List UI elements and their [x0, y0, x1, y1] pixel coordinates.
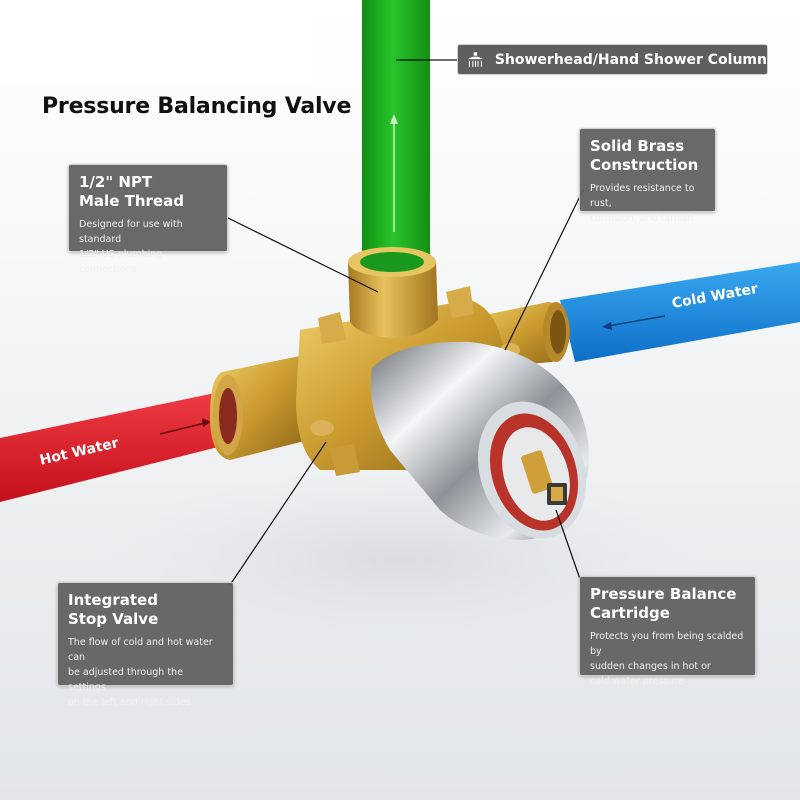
cold-water-band — [560, 262, 800, 362]
leader-brass — [504, 189, 584, 351]
outlet-pipe — [362, 0, 430, 272]
callout-npt-heading: 1/2" NPT Male Thread — [79, 173, 217, 211]
callout-brass-desc: Provides resistance to rust, corrosion, … — [590, 183, 695, 224]
chrome-cartridge-cap — [370, 341, 589, 540]
callout-npt-line1: 1/2" NPT — [79, 173, 153, 191]
top-left-panel — [0, 0, 312, 82]
showerhead-tag-label: Showerhead/Hand Shower Column — [494, 51, 767, 68]
cold-flow-arrow — [607, 315, 666, 327]
callout-brass-heading: Solid Brass Construction — [590, 137, 705, 175]
callout-cartridge-line1: Pressure Balance — [590, 585, 737, 603]
callout-cartridge-desc: Protects you from being scalded by sudde… — [590, 631, 744, 687]
showerhead-tag: Showerhead/Hand Shower Column — [457, 44, 768, 75]
callout-npt-desc: Designed for use with standard 1/2" US p… — [79, 219, 183, 275]
callout-stop-line2: Stop Valve — [68, 610, 159, 628]
page-title: Pressure Balancing Valve — [42, 94, 352, 119]
callout-cartridge-line2: Cartridge — [590, 604, 670, 622]
leader-npt — [227, 217, 379, 293]
callout-cartridge-heading: Pressure Balance Cartridge — [590, 585, 745, 623]
leader-stop — [229, 441, 327, 586]
callout-solid-brass: Solid Brass Construction Provides resist… — [579, 128, 716, 224]
callout-npt-line2: Male Thread — [79, 192, 184, 210]
leader-cartridge — [555, 509, 582, 583]
callout-stop-desc: The flow of cold and hot water can be ad… — [68, 637, 213, 708]
callout-stop-line1: Integrated — [68, 591, 158, 609]
hot-flow-arrow — [159, 422, 206, 435]
callout-brass-line2: Construction — [590, 156, 699, 174]
callout-stop-heading: Integrated Stop Valve — [68, 591, 223, 629]
callout-npt-thread: 1/2" NPT Male Thread Designed for use wi… — [68, 164, 228, 275]
hot-water-band — [0, 393, 222, 502]
callout-pressure-cartridge: Pressure Balance Cartridge Protects you … — [579, 576, 756, 687]
callout-brass-line1: Solid Brass — [590, 137, 685, 155]
showerhead-icon — [467, 51, 484, 67]
callout-stop-valve: Integrated Stop Valve The flow of cold a… — [57, 582, 234, 708]
